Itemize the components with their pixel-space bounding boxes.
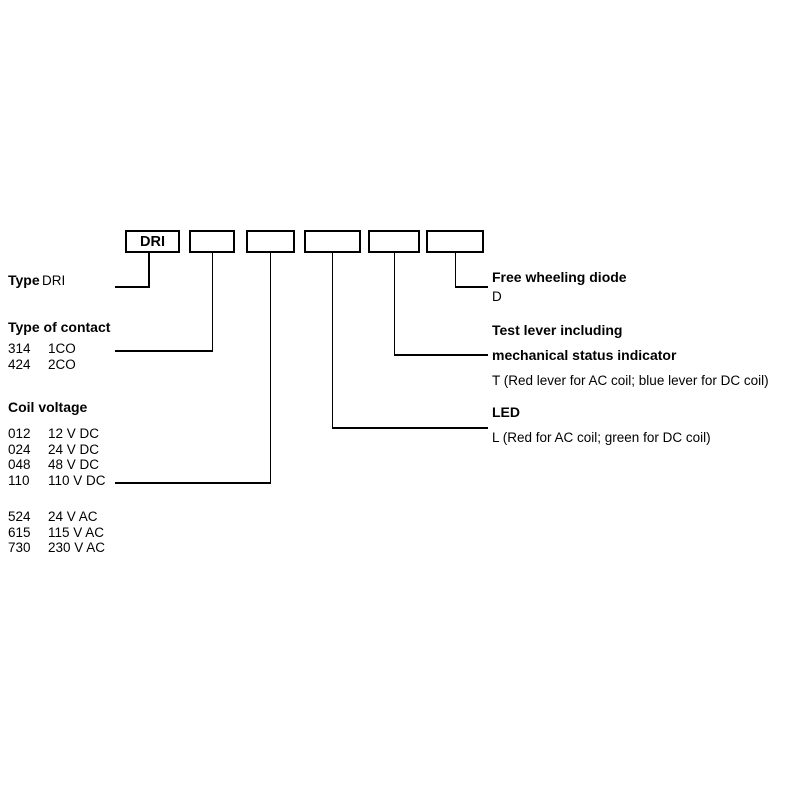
coil-voltage-options: 012 12 V DC 024 24 V DC 048 48 V DC 110 … bbox=[8, 426, 106, 556]
coil-desc: 24 V DC bbox=[48, 441, 100, 457]
connector-coil-vertical bbox=[269, 253, 271, 484]
coil-code: 524 bbox=[8, 509, 31, 524]
code-box-led bbox=[304, 230, 361, 253]
type-value: DRI bbox=[42, 273, 66, 288]
led-value: L (Red for AC coil; green for DC coil) bbox=[492, 430, 711, 445]
test-lever-heading-line2: mechanical status indicator bbox=[492, 347, 677, 363]
code-box-type: DRI bbox=[125, 230, 180, 253]
connector-diode-horizontal bbox=[454, 286, 488, 288]
connector-type-vertical bbox=[148, 253, 150, 288]
connector-test-lever-vertical bbox=[393, 253, 395, 356]
coil-code: 730 bbox=[8, 540, 31, 555]
type-heading: Type bbox=[8, 272, 40, 288]
connector-diode-vertical bbox=[454, 253, 456, 288]
coil-option-row: 110 110 V DC bbox=[8, 473, 106, 489]
test-lever-heading-line1: Test lever including bbox=[492, 322, 623, 338]
contact-code: 314 bbox=[8, 341, 31, 356]
connector-coil-horizontal bbox=[115, 482, 271, 484]
coil-code: 048 bbox=[8, 457, 31, 472]
coil-option-row: 730 230 V AC bbox=[8, 540, 106, 556]
contact-option-row: 314 1CO bbox=[8, 341, 76, 357]
connector-type-horizontal bbox=[115, 286, 150, 288]
contact-desc: 1CO bbox=[48, 341, 76, 356]
code-box-coil-voltage bbox=[246, 230, 295, 253]
connector-led-horizontal bbox=[331, 427, 488, 429]
code-box-type-label: DRI bbox=[140, 233, 165, 250]
coil-desc: 48 V DC bbox=[48, 457, 100, 472]
contact-options: 314 1CO 424 2CO bbox=[8, 341, 76, 372]
led-heading: LED bbox=[492, 404, 520, 420]
coil-code: 024 bbox=[8, 441, 31, 457]
contact-desc: 2CO bbox=[48, 356, 76, 372]
contact-heading: Type of contact bbox=[8, 319, 111, 335]
coil-voltage-heading: Coil voltage bbox=[8, 399, 88, 415]
coil-option-row: 615 115 V AC bbox=[8, 525, 106, 541]
contact-option-row: 424 2CO bbox=[8, 357, 76, 373]
coil-option-row: 524 24 V AC bbox=[8, 509, 106, 525]
coil-code: 012 bbox=[8, 426, 31, 441]
coil-group-gap bbox=[8, 488, 106, 509]
code-box-test-lever bbox=[368, 230, 420, 253]
coil-code: 615 bbox=[8, 524, 31, 540]
type-row: Type DRI bbox=[8, 272, 66, 289]
code-box-contact bbox=[189, 230, 235, 253]
connector-test-lever-horizontal bbox=[393, 354, 488, 356]
diode-value: D bbox=[492, 289, 502, 304]
coil-desc: 110 V DC bbox=[48, 472, 106, 488]
contact-code: 424 bbox=[8, 356, 31, 372]
coil-desc: 230 V AC bbox=[48, 540, 106, 555]
coil-code: 110 bbox=[8, 472, 30, 488]
test-lever-value: T (Red lever for AC coil; blue lever for… bbox=[492, 373, 769, 388]
coil-desc: 24 V AC bbox=[48, 509, 98, 524]
coil-desc: 115 V AC bbox=[48, 524, 105, 540]
code-box-diode bbox=[426, 230, 484, 253]
connector-contact-horizontal bbox=[115, 350, 213, 352]
coil-option-row: 048 48 V DC bbox=[8, 457, 106, 473]
coil-desc: 12 V DC bbox=[48, 426, 100, 441]
diode-heading: Free wheeling diode bbox=[492, 269, 627, 285]
connector-led-vertical bbox=[331, 253, 333, 429]
coil-option-row: 024 24 V DC bbox=[8, 442, 106, 458]
connector-contact-vertical bbox=[211, 253, 213, 352]
coil-option-row: 012 12 V DC bbox=[8, 426, 106, 442]
